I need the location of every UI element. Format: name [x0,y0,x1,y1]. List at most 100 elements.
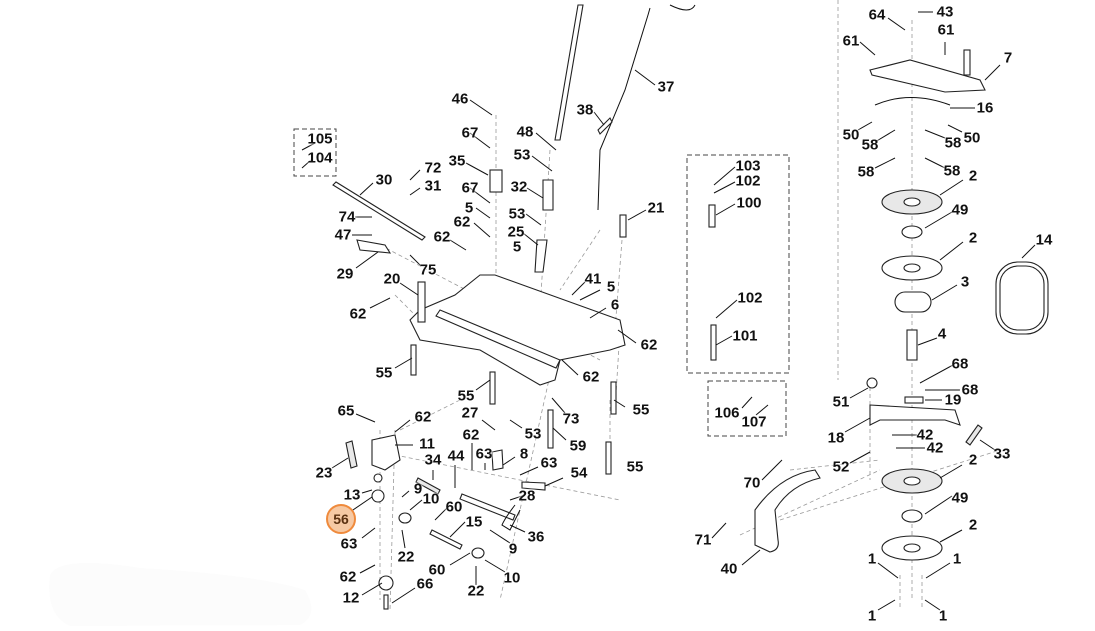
callout-46[interactable]: 46 [451,90,469,108]
callout-34[interactable]: 34 [424,451,442,469]
callout-29[interactable]: 29 [336,265,354,283]
callout-106[interactable]: 106 [714,404,740,422]
callout-22[interactable]: 22 [397,548,415,566]
callout-62[interactable]: 62 [582,368,600,386]
callout-54[interactable]: 54 [570,464,588,482]
callout-71[interactable]: 71 [694,531,712,549]
callout-58[interactable]: 58 [861,136,879,154]
callout-20[interactable]: 20 [383,270,401,288]
callout-51[interactable]: 51 [832,393,850,411]
callout-74[interactable]: 74 [338,208,356,226]
callout-35[interactable]: 35 [448,152,466,170]
callout-70[interactable]: 70 [743,474,761,492]
callout-53[interactable]: 53 [524,425,542,443]
callout-9[interactable]: 9 [508,540,518,558]
callout-55[interactable]: 55 [457,387,475,405]
callout-23[interactable]: 23 [315,464,333,482]
callout-63[interactable]: 63 [340,535,358,553]
callout-102[interactable]: 102 [737,289,763,307]
callout-56-highlighted[interactable]: 56 [326,504,356,534]
callout-28[interactable]: 28 [518,487,536,505]
callout-7[interactable]: 7 [1003,49,1013,67]
callout-36[interactable]: 36 [527,528,545,546]
callout-1[interactable]: 1 [952,550,962,568]
callout-3[interactable]: 3 [960,273,970,291]
callout-16[interactable]: 16 [976,99,994,117]
callout-15[interactable]: 15 [465,513,483,531]
callout-10[interactable]: 10 [503,569,521,587]
callout-8[interactable]: 8 [519,445,529,463]
callout-105[interactable]: 105 [307,130,333,148]
callout-101[interactable]: 101 [732,327,758,345]
callout-43[interactable]: 43 [936,3,954,21]
callout-22[interactable]: 22 [467,582,485,600]
callout-49[interactable]: 49 [951,489,969,507]
callout-44[interactable]: 44 [447,447,465,465]
callout-32[interactable]: 32 [510,178,528,196]
callout-4[interactable]: 4 [937,325,947,343]
callout-50[interactable]: 50 [842,126,860,144]
callout-2[interactable]: 2 [968,167,978,185]
callout-14[interactable]: 14 [1035,231,1053,249]
callout-9[interactable]: 9 [413,480,423,498]
callout-53[interactable]: 53 [513,146,531,164]
callout-62[interactable]: 62 [433,228,451,246]
callout-62[interactable]: 62 [349,305,367,323]
callout-58[interactable]: 58 [944,134,962,152]
callout-58[interactable]: 58 [943,162,961,180]
callout-60[interactable]: 60 [445,498,463,516]
callout-48[interactable]: 48 [516,123,534,141]
callout-2[interactable]: 2 [968,229,978,247]
callout-75[interactable]: 75 [419,261,437,279]
callout-27[interactable]: 27 [461,404,479,422]
callout-38[interactable]: 38 [576,101,594,119]
callout-68[interactable]: 68 [951,355,969,373]
callout-62[interactable]: 62 [453,213,471,231]
callout-11[interactable]: 11 [419,435,435,453]
callout-59[interactable]: 59 [569,437,587,455]
callout-63[interactable]: 63 [540,454,558,472]
callout-65[interactable]: 65 [337,402,355,420]
callout-13[interactable]: 13 [343,486,361,504]
callout-5[interactable]: 5 [512,238,522,256]
callout-55[interactable]: 55 [626,458,644,476]
callout-102[interactable]: 102 [735,172,761,190]
callout-21[interactable]: 21 [647,199,665,217]
callout-62[interactable]: 62 [339,568,357,586]
callout-41[interactable]: 41 [584,270,602,288]
callout-47[interactable]: 47 [334,226,352,244]
callout-30[interactable]: 30 [375,171,393,189]
callout-64[interactable]: 64 [868,6,886,24]
callout-37[interactable]: 37 [657,78,675,96]
callout-67[interactable]: 67 [461,124,479,142]
callout-42[interactable]: 42 [926,439,944,457]
callout-10[interactable]: 10 [422,490,440,508]
callout-61[interactable]: 61 [937,21,955,39]
callout-5[interactable]: 5 [464,199,474,217]
callout-62[interactable]: 62 [414,408,432,426]
callout-1[interactable]: 1 [867,550,877,568]
callout-1[interactable]: 1 [938,607,948,625]
callout-18[interactable]: 18 [827,429,845,447]
callout-66[interactable]: 66 [416,575,434,593]
callout-67[interactable]: 67 [461,179,479,197]
callout-55[interactable]: 55 [375,364,393,382]
callout-12[interactable]: 12 [342,589,360,607]
callout-55[interactable]: 55 [632,401,650,419]
callout-25[interactable]: 25 [507,223,525,241]
callout-1[interactable]: 1 [867,607,877,625]
callout-58[interactable]: 58 [857,163,875,181]
callout-31[interactable]: 31 [424,177,442,195]
callout-2[interactable]: 2 [968,516,978,534]
callout-68[interactable]: 68 [961,381,979,399]
callout-60[interactable]: 60 [428,561,446,579]
callout-62[interactable]: 62 [462,426,480,444]
callout-104[interactable]: 104 [307,149,333,167]
callout-2[interactable]: 2 [968,451,978,469]
callout-107[interactable]: 107 [741,413,767,431]
callout-5[interactable]: 5 [606,278,616,296]
callout-49[interactable]: 49 [951,201,969,219]
callout-33[interactable]: 33 [993,445,1011,463]
callout-100[interactable]: 100 [736,194,762,212]
callout-50[interactable]: 50 [963,129,981,147]
